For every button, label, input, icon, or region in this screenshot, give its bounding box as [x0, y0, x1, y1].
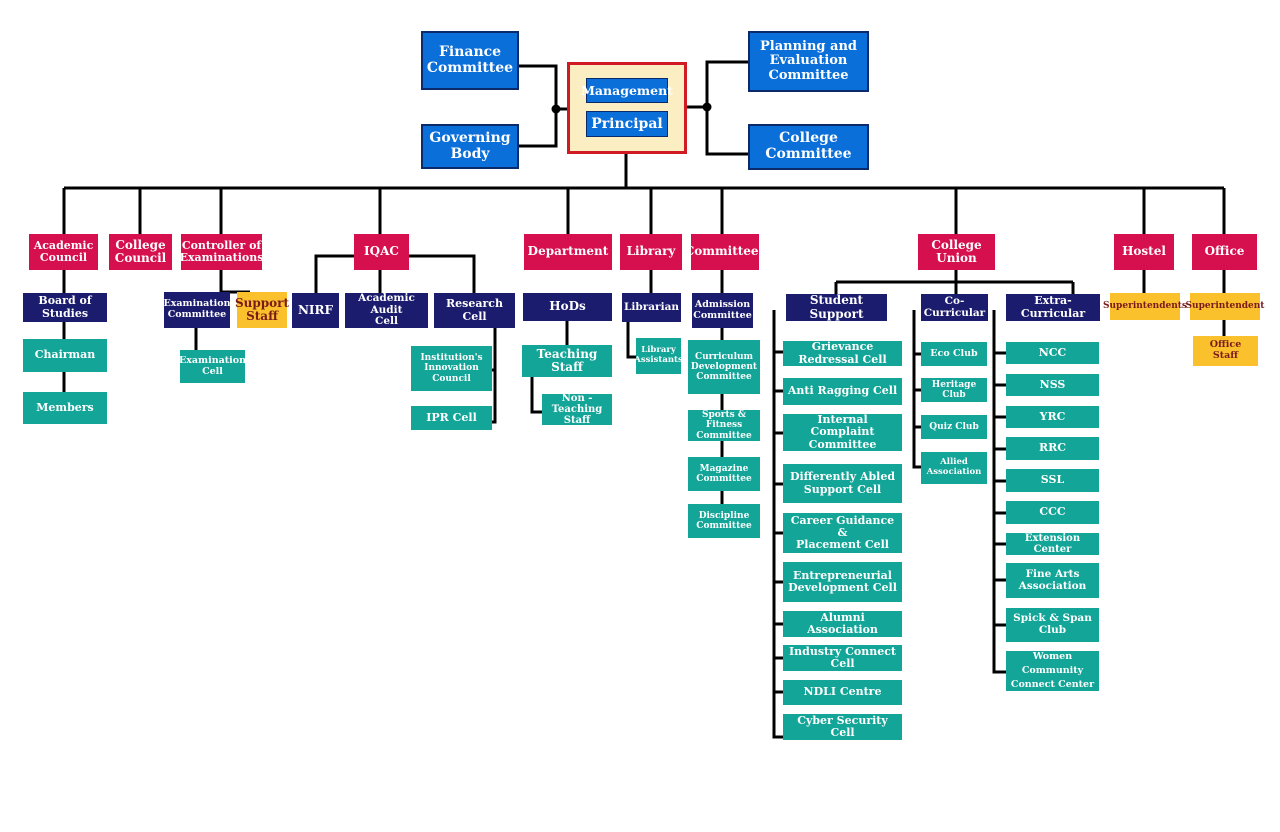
extra-curricular-item: CCC	[1006, 501, 1099, 524]
student-support-item: Internal Complaint Committee	[783, 413, 902, 451]
extra-curricular-item: Fine Arts Association	[1006, 563, 1099, 598]
hostel: Hostel	[1114, 234, 1174, 270]
co-curricular-item: Allied Association	[921, 452, 987, 484]
college-union: College Union	[918, 234, 995, 270]
extra-curricular-item: RRC	[1006, 437, 1099, 460]
board-of-studies: Board of Studies	[23, 293, 107, 322]
co-curricular-item: Quiz Club	[921, 415, 987, 439]
extra-curricular-item: NSS	[1006, 374, 1099, 396]
student-support-item: Entrepreneurial Development Cell	[783, 562, 902, 602]
chairman: Chairman	[23, 339, 107, 372]
student-support-item: Alumni Association	[783, 611, 902, 637]
extra-curricular-item: Extension Center	[1006, 533, 1099, 555]
hods: HoDs	[523, 293, 612, 321]
student-support-item: Grievance Redressal Cell	[783, 341, 902, 366]
library-assistants: Library Assistants	[634, 338, 683, 374]
department: Department	[524, 234, 612, 270]
principal-box: Principal	[586, 111, 668, 137]
committee-item: Curriculum Development Committee	[688, 340, 760, 394]
student-support-item: Cyber Security Cell	[783, 714, 902, 740]
committee-item: Sports & Fitness Committee	[688, 410, 760, 441]
management-frame	[567, 62, 687, 154]
academic-audit-cell: Academic Audit Cell	[345, 292, 428, 328]
superintendents: Superintendents	[1103, 293, 1187, 320]
examination-committee: Examination Committee	[163, 292, 231, 328]
ipr-cell: IPR Cell	[411, 406, 492, 430]
extra-curricular-item: SSL	[1006, 469, 1099, 492]
extra-curricular-item: NCC	[1006, 342, 1099, 364]
nirf: NIRF	[292, 293, 339, 328]
student-support-item: NDLI Centre	[783, 680, 902, 705]
non-teaching-staff: Non - Teaching Staff	[542, 393, 612, 426]
research-cell: Research Cell	[434, 293, 515, 328]
extra-curricular-item: Women Community Connect Center	[1006, 651, 1099, 691]
governing-body: Governing Body	[421, 124, 519, 169]
examination-cell: Examination Cell	[179, 350, 246, 383]
academic-council: Academic Council	[29, 234, 98, 270]
extra-curricular-item: YRC	[1006, 406, 1099, 428]
planning-evaluation-committee: Planning and Evaluation Committee	[748, 31, 869, 92]
support-staff: Support Staff	[235, 292, 289, 328]
committee-item: Admission Committee	[692, 293, 753, 328]
superintendent: Superintendent	[1186, 293, 1264, 320]
committee-item: Discipline Committee	[688, 504, 760, 538]
office: Office	[1192, 234, 1257, 270]
student-support-item: Differently Abled Support Cell	[783, 464, 902, 503]
extra-curricular: Extra-Curricular	[1006, 294, 1100, 321]
teaching-staff: Teaching Staff	[522, 345, 612, 377]
members: Members	[23, 392, 107, 424]
controller-of-examinations: Controller of Examinations	[180, 234, 263, 270]
college-council: College Council	[109, 234, 172, 270]
student-support-item: Industry Connect Cell	[783, 645, 902, 671]
iqac: IQAC	[354, 234, 409, 270]
committee-item: Magazine Committee	[688, 457, 760, 491]
finance-committee: Finance Committee	[421, 31, 519, 90]
student-support-item: Career Guidance & Placement Cell	[783, 513, 902, 553]
extra-curricular-item: Spick & Span Club	[1006, 608, 1099, 642]
co-curricular: Co-Curricular	[921, 294, 988, 321]
library: Library	[620, 234, 682, 270]
office-staff: Office Staff	[1193, 336, 1258, 366]
student-support-item: Anti Ragging Cell	[783, 378, 902, 405]
co-curricular-item: Heritage Club	[921, 378, 987, 402]
librarian: Librarian	[622, 293, 681, 322]
management-box: Management	[581, 78, 673, 103]
college-committee: College Committee	[748, 124, 869, 170]
student-support: Student Support	[786, 293, 887, 321]
co-curricular-item: Eco Club	[921, 342, 987, 366]
innovation-council: Institution's Innovation Council	[411, 346, 492, 391]
committees: Committees	[685, 234, 765, 270]
